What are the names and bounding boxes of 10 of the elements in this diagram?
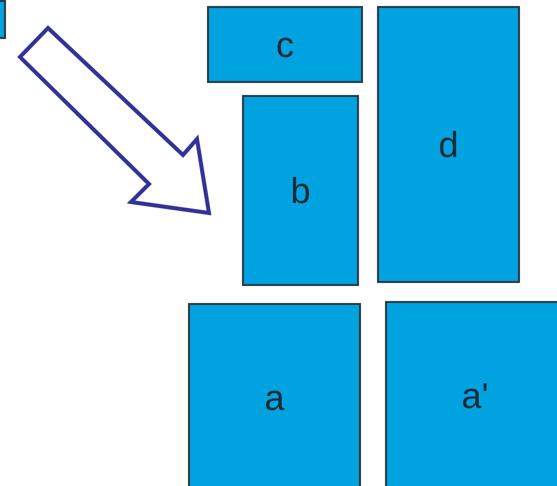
block	[207, 6, 363, 83]
block	[188, 303, 361, 486]
block	[377, 6, 520, 283]
block-label: a'	[462, 378, 488, 414]
block-label: b	[290, 172, 311, 208]
block	[385, 301, 557, 486]
block	[242, 95, 359, 286]
block-label: d	[438, 126, 459, 162]
block-label: a	[264, 380, 285, 416]
block-label: c	[276, 26, 294, 62]
